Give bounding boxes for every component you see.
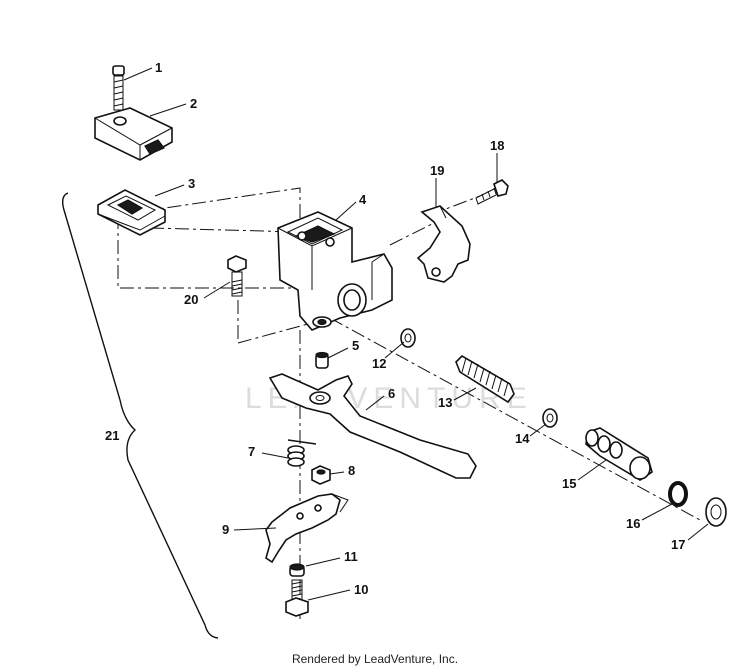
callout-10: 10	[354, 582, 368, 597]
callout-16: 16	[626, 516, 640, 531]
callout-21: 21	[105, 428, 119, 443]
part-7-spring	[287, 439, 317, 467]
callout-5: 5	[352, 338, 359, 353]
leader-lines	[123, 67, 709, 601]
part-3-gasket	[97, 189, 166, 236]
part-19-clamp	[416, 205, 471, 283]
callout-1: 1	[155, 60, 162, 75]
part-9-bracket	[265, 493, 349, 564]
part-18-bolt	[475, 179, 509, 205]
part-4-master-cylinder	[277, 211, 393, 331]
callout-2: 2	[190, 96, 197, 111]
part-14-washer	[542, 408, 558, 428]
callout-18: 18	[490, 138, 504, 153]
callout-19: 19	[430, 163, 444, 178]
callout-20: 20	[184, 292, 198, 307]
part-20-pivot-bolt	[227, 255, 247, 297]
part-8-nut	[311, 465, 331, 485]
callout-12: 12	[372, 356, 386, 371]
part-10-bolt	[285, 579, 309, 617]
callout-17: 17	[671, 537, 685, 552]
part-1-screw	[112, 65, 125, 111]
part-6-lever	[268, 373, 477, 479]
part-11-washer	[289, 563, 305, 577]
part-15-piston	[585, 427, 653, 481]
callout-7: 7	[248, 444, 255, 459]
part-12-washer	[400, 328, 416, 348]
callout-3: 3	[188, 176, 195, 191]
assembly-bracket	[61, 192, 219, 639]
callout-15: 15	[562, 476, 576, 491]
part-5-bushing	[315, 351, 329, 369]
callout-9: 9	[222, 522, 229, 537]
callout-6: 6	[388, 386, 395, 401]
part-16-o-ring	[668, 481, 688, 507]
part-17-washer	[705, 497, 727, 527]
callout-14: 14	[515, 431, 530, 446]
callout-13: 13	[438, 395, 452, 410]
callout-labels: 1 2 3 4 5 6 7 8 9 10 11 12 13 14 15 16 1…	[105, 60, 685, 597]
callout-8: 8	[348, 463, 355, 478]
part-13-boot	[455, 354, 515, 404]
part-2-cover	[94, 107, 173, 161]
render-credit: Rendered by LeadVenture, Inc.	[291, 652, 459, 666]
callout-4: 4	[359, 192, 367, 207]
callout-11: 11	[344, 549, 358, 564]
